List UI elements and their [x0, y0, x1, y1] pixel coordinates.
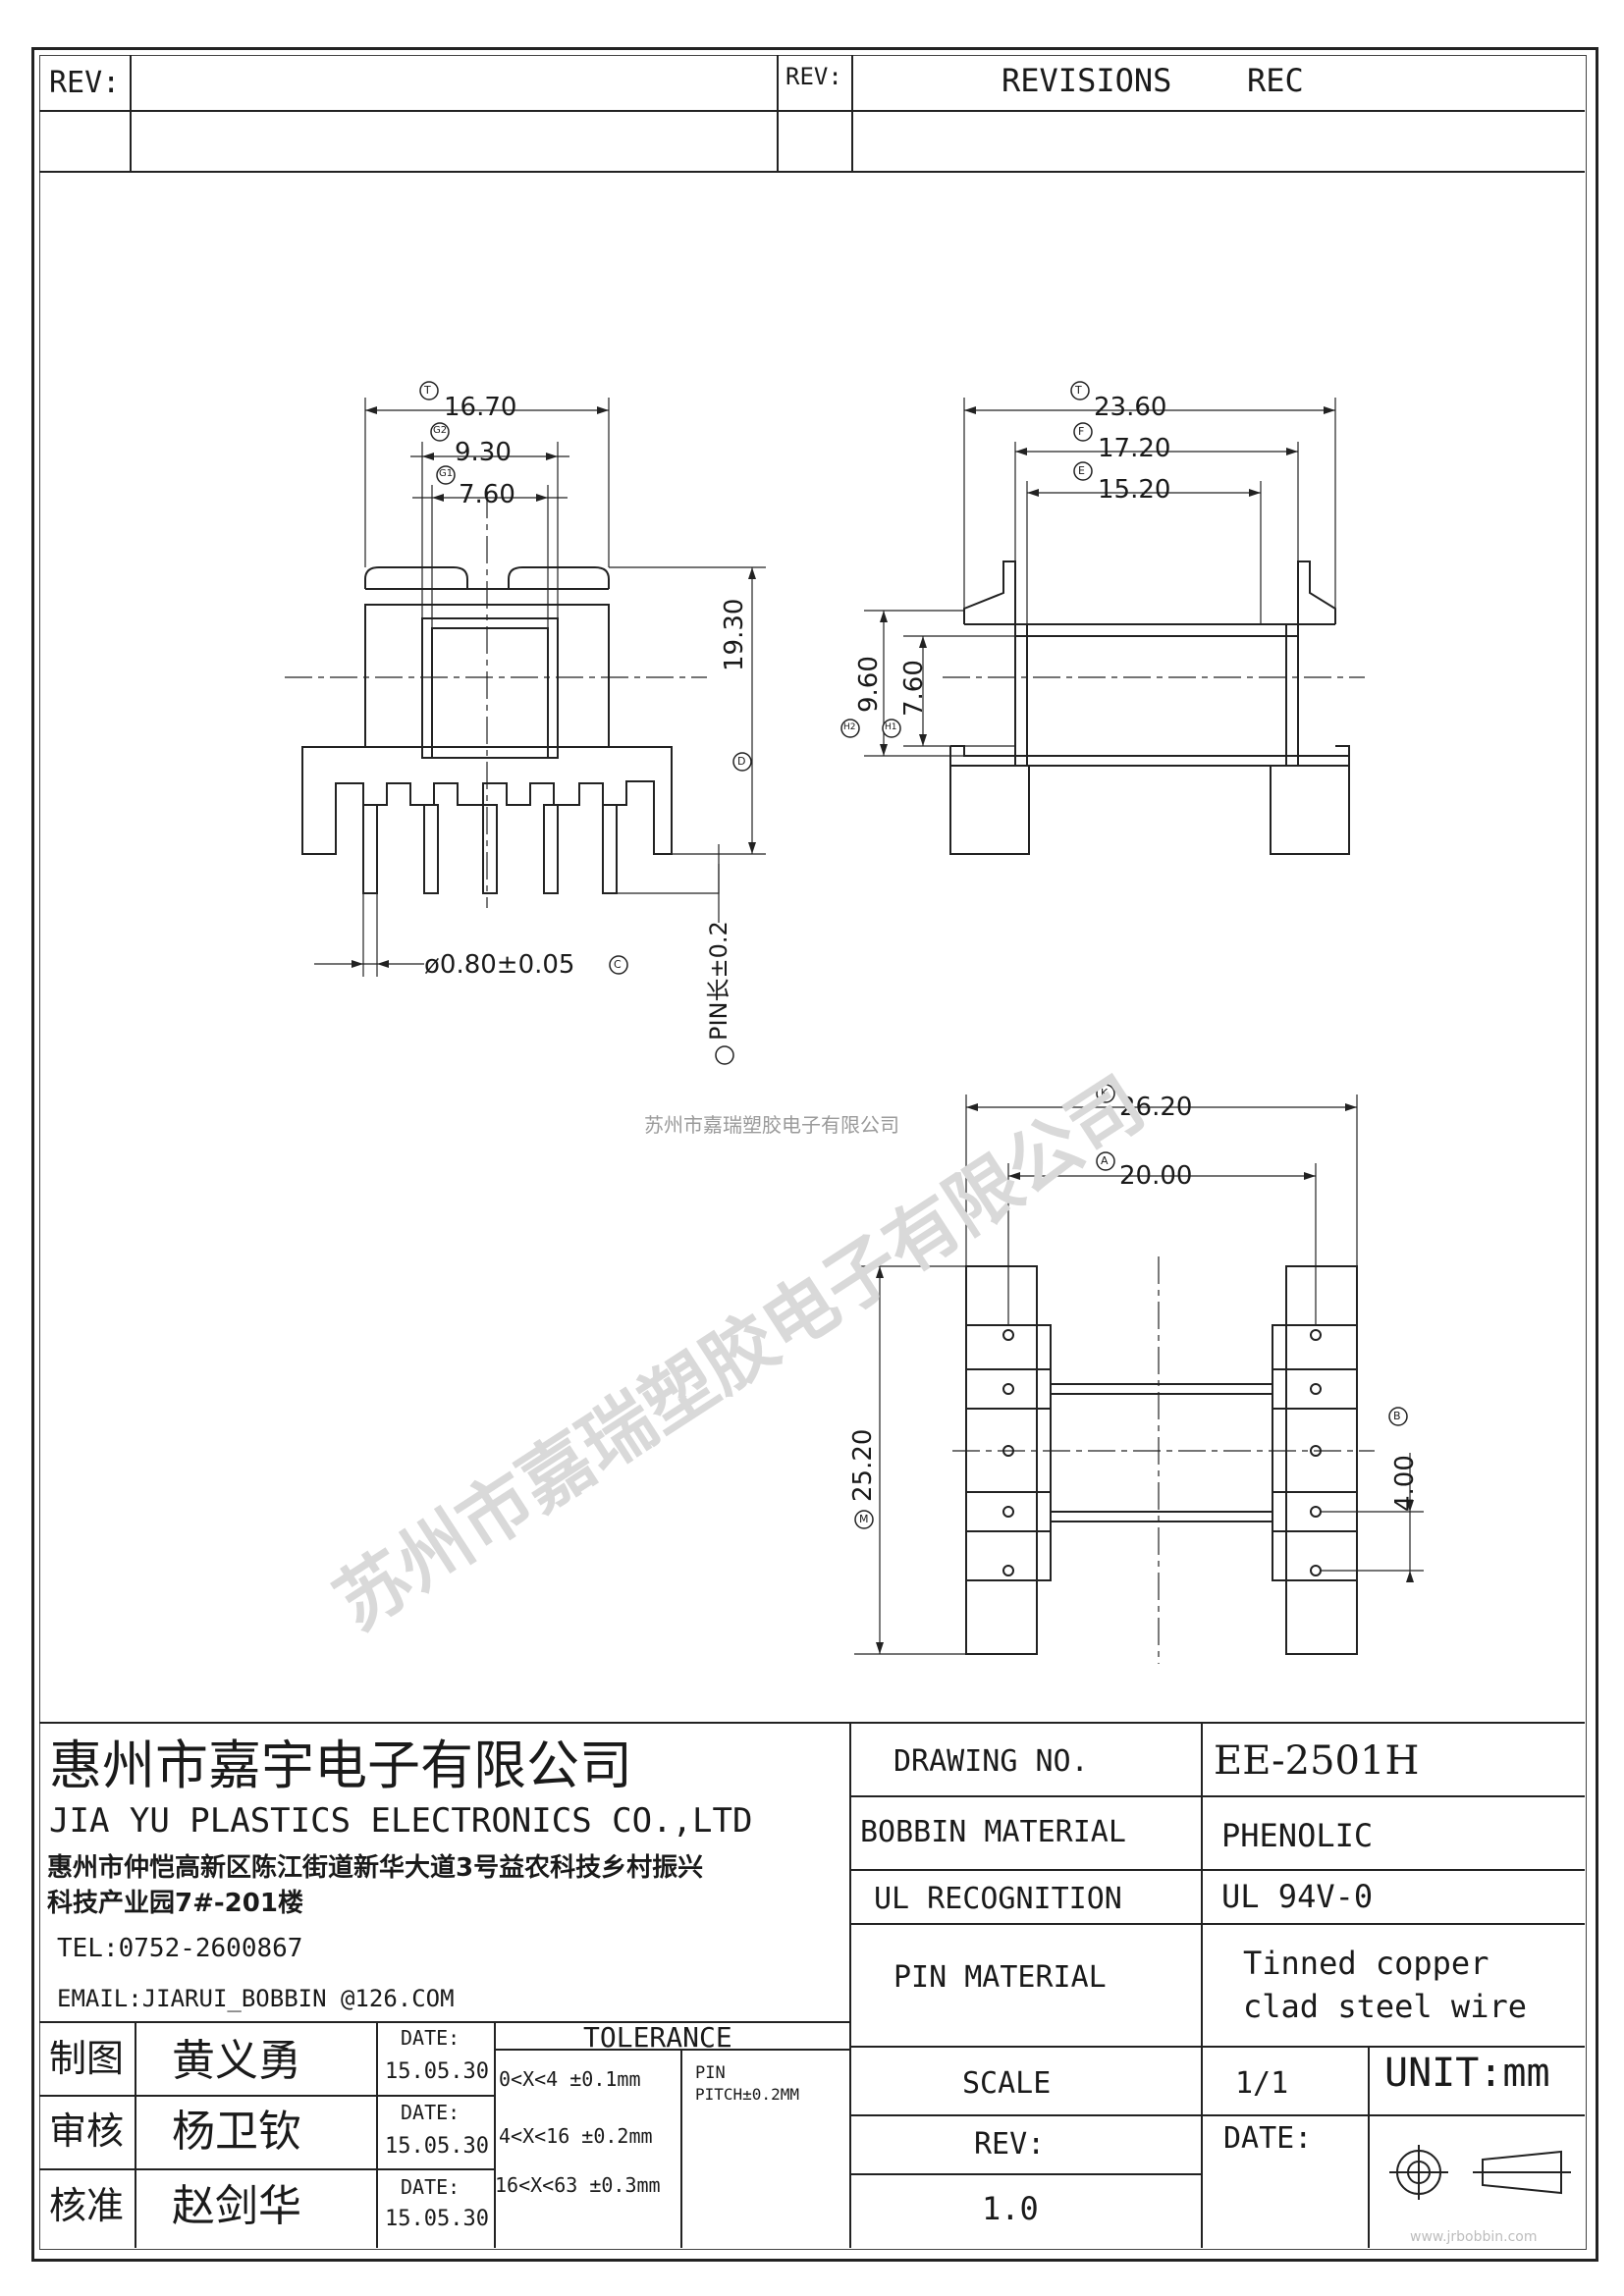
signoff-date-checked: 15.05.30 [385, 2134, 489, 2159]
dim-front-height: 19.30 [720, 598, 749, 671]
dim-bottom-pitch-b: 4.00 [1390, 1455, 1420, 1512]
signoff-name-approved: 赵剑华 [172, 2181, 301, 2231]
dimension-markers [419, 381, 1408, 1529]
tolerance-row-2: 4<X<16 ±0.2mm [499, 2124, 653, 2148]
signoff-name-checked: 杨卫钦 [172, 2107, 301, 2157]
signoff-name-drawn: 黄义勇 [172, 2036, 301, 2086]
tolerance-pin-pitch: PITCH±0.2MM [695, 2085, 799, 2104]
marker-a: A [1101, 1154, 1109, 1167]
drawing-frame-inner [39, 55, 1587, 2250]
marker-k: K [1101, 1087, 1109, 1099]
unit-label: UNIT:mm [1384, 2051, 1550, 2096]
drawing-frame-outer [31, 47, 1598, 2262]
dim-side-height-h1: 7.60 [899, 660, 929, 717]
rev-value-label: REV: [974, 2127, 1046, 2162]
company-email: EMAIL:JIARUI_BOBBIN @126.COM [57, 1985, 455, 2012]
marker-c: C [614, 958, 622, 971]
signoff-date-label-approved: DATE: [401, 2175, 460, 2199]
marker-e: E [1078, 464, 1085, 477]
drawing-no-value: EE-2501H [1214, 1738, 1420, 1784]
company-name-en: JIA YU PLASTICS ELECTRONICS CO.,LTD [49, 1801, 753, 1841]
bobbin-material-label: BOBBIN MATERIAL [860, 1815, 1126, 1849]
side-view [949, 561, 1350, 855]
title-block-grid [39, 1722, 1585, 2248]
tolerance-row-1: 0<X<4 ±0.1mm [499, 2067, 641, 2091]
signoff-date-drawn: 15.05.30 [385, 2059, 489, 2084]
rev-label-left: REV: [49, 66, 121, 100]
pin-material-line2: clad steel wire [1243, 1988, 1527, 2025]
marker-h2: H2 [843, 722, 856, 732]
dim-front-width-total: 16.70 [444, 393, 517, 422]
dim-pin-diameter: ø0.80±0.05 [424, 950, 575, 980]
tolerance-row-3: 16<X<63 ±0.3mm [495, 2173, 661, 2197]
company-address-line1: 惠州市仲恺高新区陈江街道新华大道3号益农科技乡村振兴 [47, 1853, 704, 1883]
marker-b: B [1393, 1410, 1401, 1422]
dim-side-width-total: 23.60 [1094, 393, 1167, 422]
revisions-label: REVISIONS [1001, 62, 1172, 99]
marker-m: M [859, 1513, 869, 1525]
signoff-date-approved: 15.05.30 [385, 2207, 489, 2231]
rev-label-right: REV: [785, 63, 842, 90]
bobbin-material-value: PHENOLIC [1221, 1817, 1374, 1854]
dim-side-width-f: 17.20 [1098, 434, 1171, 463]
marker-t-side: T [1075, 384, 1082, 397]
scale-value: 1/1 [1235, 2066, 1289, 2101]
dim-bottom-height-m: 25.20 [848, 1428, 878, 1502]
drawing-no-label: DRAWING NO. [893, 1744, 1089, 1779]
scale-label: SCALE [962, 2066, 1052, 2101]
bottom-view [965, 1265, 1358, 1655]
dim-bottom-width-a: 20.00 [1119, 1161, 1193, 1191]
tolerance-pin-label: PIN [695, 2063, 726, 2083]
marker-t-front: T [424, 384, 431, 397]
tolerance-title: TOLERANCE [583, 2021, 732, 2054]
dim-side-height-h2: 9.60 [854, 656, 884, 713]
company-address-line2: 科技产业园7#-201楼 [47, 1889, 303, 1918]
dim-pin-length: PIN长±0.2 [705, 921, 732, 1041]
marker-d: D [737, 755, 746, 768]
dim-front-width-g2: 9.30 [455, 438, 512, 467]
signoff-role-drawn: 制图 [49, 2037, 125, 2080]
marker-g2: G2 [433, 425, 448, 436]
signoff-role-checked: 审核 [49, 2109, 125, 2153]
pin-material-line1: Tinned copper [1243, 1945, 1489, 1982]
signoff-date-label-drawn: DATE: [401, 2026, 460, 2050]
dim-front-width-g1: 7.60 [459, 480, 515, 509]
company-name-cn: 惠州市嘉宇电子有限公司 [49, 1735, 632, 1796]
marker-g1: G1 [439, 468, 454, 479]
dim-side-width-e: 15.20 [1098, 475, 1171, 505]
marker-f: F [1078, 425, 1085, 438]
footer-url: www.jrbobbin.com [1410, 2229, 1538, 2245]
ul-recognition-value: UL 94V-0 [1221, 1878, 1374, 1915]
pin-material-label: PIN MATERIAL [893, 1960, 1107, 1995]
signoff-role-approved: 核准 [49, 2184, 125, 2227]
rec-label: REC [1247, 62, 1304, 99]
marker-h1: H1 [885, 722, 897, 732]
watermark-small: 苏州市嘉瑞塑胶电子有限公司 [644, 1113, 899, 1137]
signoff-date-label-checked: DATE: [401, 2101, 460, 2124]
date-label: DATE: [1223, 2121, 1313, 2156]
ul-recognition-label: UL RECOGNITION [874, 1882, 1122, 1916]
dim-bottom-width-k: 26.20 [1119, 1093, 1193, 1122]
company-tel: TEL:0752-2600867 [57, 1934, 303, 1963]
projection-symbol [1389, 2145, 1571, 2200]
rev-value: 1.0 [982, 2190, 1039, 2227]
